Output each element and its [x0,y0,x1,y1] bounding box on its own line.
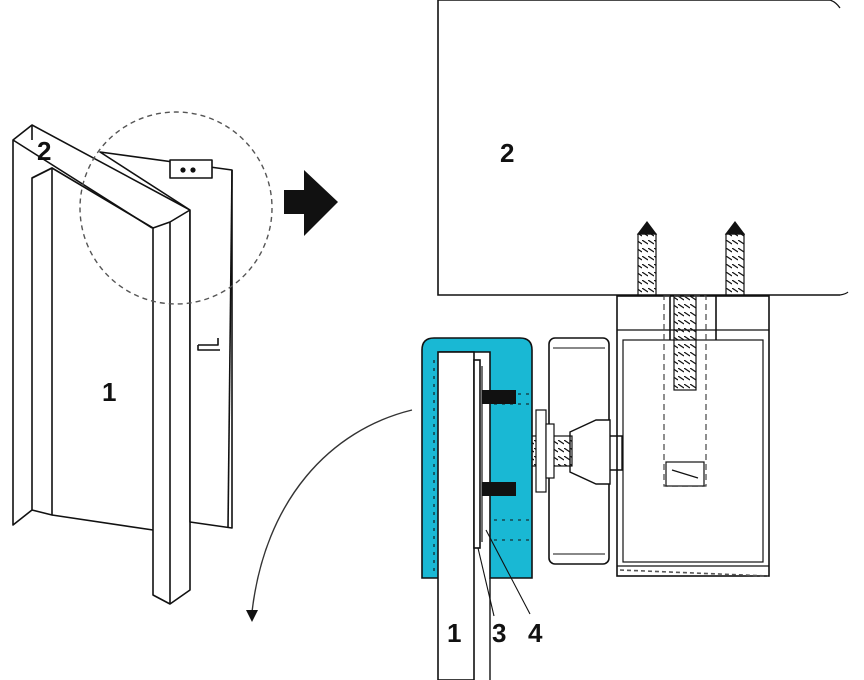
grub-screws [482,390,516,496]
label-part-3: 3 [492,618,506,648]
countersunk-screw [569,419,623,485]
label-part-4: 4 [528,618,543,648]
leader-lines [477,529,531,617]
frame-block [437,0,849,296]
label-frame-detail: 2 [500,138,514,168]
detail-circle [79,111,273,305]
label-door: 1 [102,377,116,407]
door-edge [437,351,483,680]
label-frame: 2 [37,136,51,166]
door-overview [12,124,233,605]
door-handle-icon [197,338,220,351]
vertical-bolt [663,295,707,487]
arrow-right-icon [284,170,338,236]
label-door-detail: 1 [447,618,461,648]
door-frame [12,124,191,605]
swing-arrow [251,409,413,613]
